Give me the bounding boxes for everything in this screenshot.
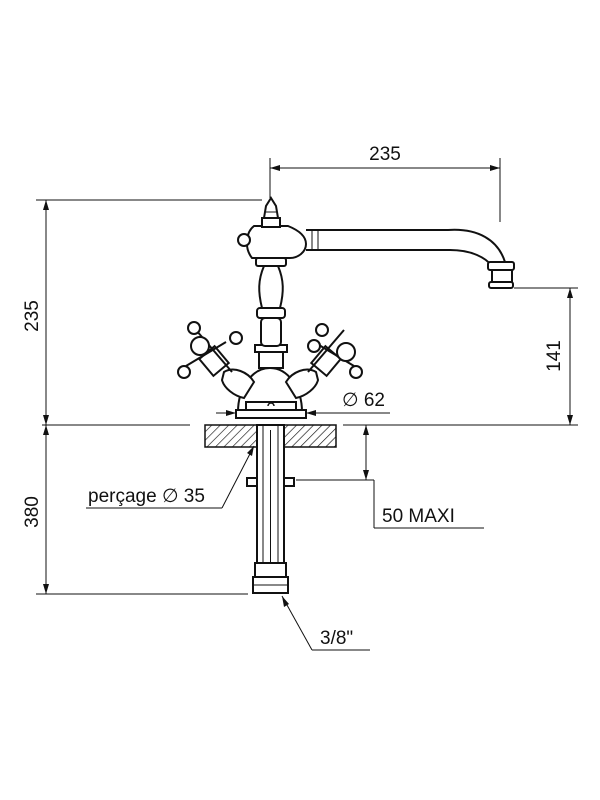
countertop-section-right [283,424,337,448]
faucet-body [235,196,515,419]
spout-height-label: 141 [544,340,565,372]
connection-label: 3/8" [320,628,353,649]
total-height-label: 235 [22,300,43,332]
dim-drilling: perçage ∅ 35 [86,445,255,509]
counter-surface [42,424,578,448]
dim-total-height: 235 [22,199,262,425]
base-diameter-label: ∅ 62 [342,390,385,411]
supply-tube [246,424,295,594]
dim-connection: 3/8" [281,595,370,651]
dim-base-diameter: ∅ 62 [216,390,390,416]
left-cross-handle [177,321,256,400]
countertop-section-left [204,424,258,448]
right-cross-handle [284,323,363,400]
dim-under-counter: 380 [22,425,248,595]
dim-max-thickness: 50 MAXI [296,425,484,529]
dim-spout-height: 141 [514,287,578,425]
max-thickness-label: 50 MAXI [382,506,455,527]
under-counter-label: 380 [22,496,43,528]
dim-spout-reach: 235 [269,144,501,222]
spout-reach-label: 235 [369,144,401,165]
drilling-label: perçage ∅ 35 [88,486,205,507]
